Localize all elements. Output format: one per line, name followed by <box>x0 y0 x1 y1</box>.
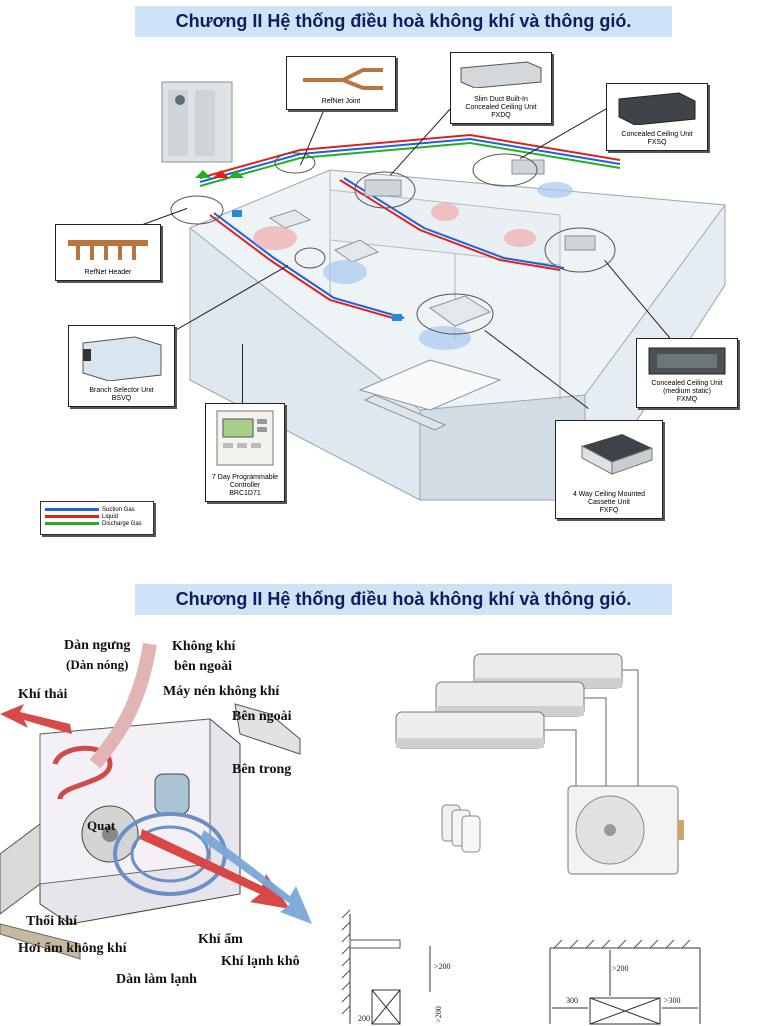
callout-fxmq: Concealed Ceiling Unit (medium static) F… <box>636 338 738 408</box>
label-khi-am: Khí ẩm <box>198 932 243 947</box>
slim-duct-unit-icon <box>460 61 542 88</box>
callout-refnet-header: RefNet Header <box>55 224 161 281</box>
callout-fxsq: Concealed Ceiling Unit FXSQ <box>606 83 708 151</box>
legend-label-discharge: Discharge Gas <box>102 520 142 527</box>
concealed-ceiling-unit-icon <box>618 92 696 125</box>
label-dan-nong: (Dàn nóng) <box>66 657 129 672</box>
legend-label-liquid: Liquid <box>102 513 119 520</box>
ac-principle-schematic <box>0 642 312 960</box>
callout-fxfq: 4 Way Ceiling Mounted Cassette Unit FXFQ <box>555 420 663 519</box>
refnet-joint-label: RefNet Joint <box>321 98 361 105</box>
fxmq-line2: (medium static) <box>663 388 711 395</box>
brc-model: BRC1D71 <box>229 490 261 497</box>
fxfq-line1: 4 Way Ceiling Mounted <box>572 491 646 498</box>
fxsq-model: FXSQ <box>647 139 667 146</box>
brc-line1: 7 Day Programmable <box>211 474 279 481</box>
legend-discharge: Discharge Gas <box>45 520 153 527</box>
installation-clearance-diagram <box>341 909 701 1025</box>
legend-swatch-liquid <box>45 515 99 518</box>
multi-split-system-illustration <box>395 653 684 875</box>
programmable-controller-icon <box>216 410 274 466</box>
pipe-legend: Suction Gas Liquid Discharge Gas <box>40 501 154 535</box>
bsvq-line1: Branch Selector Unit <box>89 387 154 394</box>
label-quat: Quạt <box>87 818 116 833</box>
label-hoi-am: Hơi ẩm không khí <box>18 941 127 956</box>
cassette-unit-icon <box>581 434 653 475</box>
label-dan-lam-lanh: Dàn làm lạnh <box>116 972 197 987</box>
label-ben-ngoai-1: bên ngoài <box>174 659 232 674</box>
callout-brc1d71: 7 Day Programmable Controller BRC1D71 <box>205 403 285 502</box>
legend-label-suction: Suction Gas <box>102 506 135 513</box>
callout-fxdq: Slim Duct Built-In Concealed Ceiling Uni… <box>450 52 552 124</box>
fxdq-line2: Concealed Ceiling Unit <box>465 104 537 111</box>
dim-left-bottom: 200 <box>358 1014 370 1023</box>
fxsq-line1: Concealed Ceiling Unit <box>621 131 693 138</box>
refnet-joint-icon <box>303 68 383 90</box>
fxmq-model: FXMQ <box>676 396 698 403</box>
fxfq-line2: Cassette Unit <box>587 499 631 506</box>
label-ben-trong: Bên trong <box>232 762 292 777</box>
fxfq-model: FXFQ <box>599 507 619 514</box>
label-khong-khi: Không khí <box>172 639 236 654</box>
legend-liquid: Liquid <box>45 513 153 520</box>
dim-right-left: 300 <box>566 996 578 1005</box>
fxdq-model: FXDQ <box>491 112 511 119</box>
label-dan-ngung: Dàn ngưng <box>64 638 131 653</box>
fxmq-line1: Concealed Ceiling Unit <box>651 380 723 387</box>
brc-line2: Controller <box>229 482 261 489</box>
medium-static-duct-icon <box>648 347 726 375</box>
label-may-nen: Máy nén không khí <box>163 684 280 699</box>
refnet-header-label: RefNet Header <box>84 269 132 276</box>
branch-selector-unit-icon <box>82 336 162 381</box>
refnet-header-icon <box>68 240 148 260</box>
page-title-top: Chương II Hệ thống điều hoà không khí và… <box>135 6 672 37</box>
dim-right-top: >200 <box>612 964 629 973</box>
legend-suction: Suction Gas <box>45 506 153 513</box>
dim-left-side: >200 <box>433 1006 443 1023</box>
dim-left-top: >200 <box>434 962 451 971</box>
callout-bsvq: Branch Selector Unit BSVQ <box>68 325 175 407</box>
indoor-unit-front <box>395 711 545 749</box>
bsvq-model: BSVQ <box>111 395 132 402</box>
callout-refnet-joint: RefNet Joint <box>286 56 396 110</box>
label-ben-ngoai-2: Bên ngoài <box>232 709 292 724</box>
leader-brc <box>242 344 243 404</box>
label-khi-thai: Khí thải <box>18 687 68 702</box>
indoor-unit-middle <box>435 681 585 717</box>
label-khi-lanh-kho: Khí lạnh khô <box>221 954 300 969</box>
fxdq-line1: Slim Duct Built-In <box>474 96 528 103</box>
dim-right-right: >300 <box>664 996 681 1005</box>
legend-swatch-suction <box>45 508 99 511</box>
label-thoi-khi: Thổi khí <box>26 914 77 929</box>
legend-swatch-discharge <box>45 522 99 525</box>
page-title-bottom: Chương II Hệ thống điều hoà không khí và… <box>135 584 672 615</box>
